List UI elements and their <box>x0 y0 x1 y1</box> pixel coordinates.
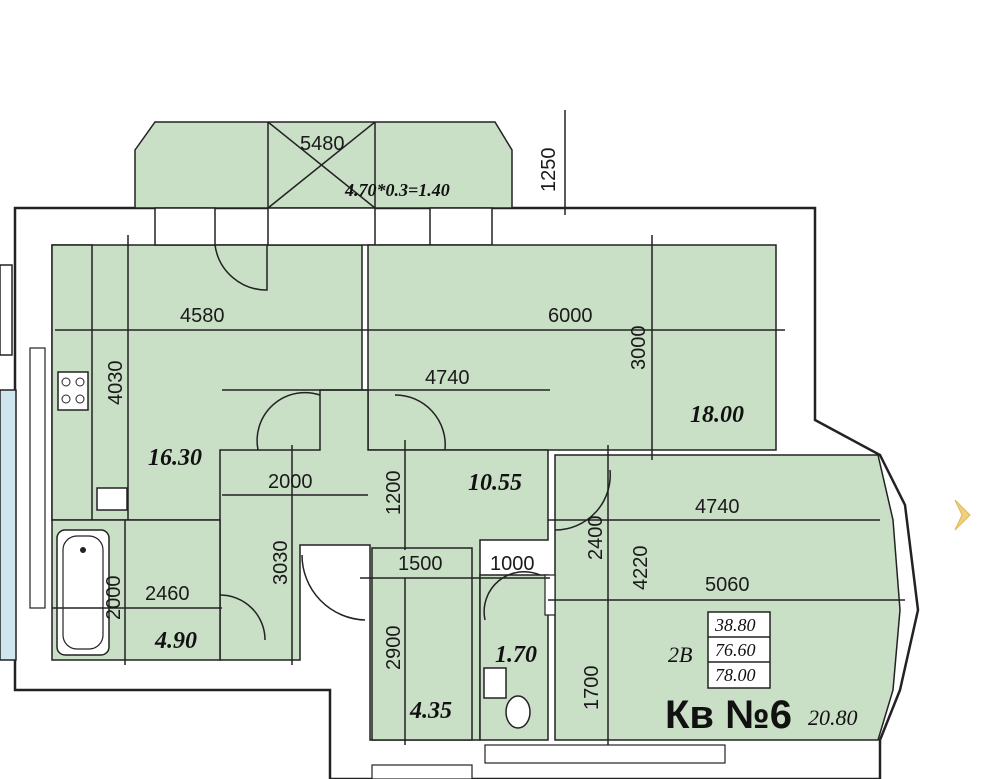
room1-depth-label: 3000 <box>628 326 650 371</box>
hall-area: 10.55 <box>468 470 522 496</box>
total-with-balcony: 78.00 <box>715 665 756 685</box>
balcony-depth-label: 1250 <box>538 148 560 193</box>
store-area: 4.35 <box>409 698 452 724</box>
hall-depth-label: 3030 <box>270 541 292 586</box>
wc-area: 1.70 <box>495 642 537 668</box>
bath-width-label: 2460 <box>145 583 190 605</box>
radiators <box>29 347 726 779</box>
kitchen-depth-label: 4030 <box>105 361 127 406</box>
kitchen-area: 16.30 <box>148 445 202 471</box>
hall-upper-width-label: 4740 <box>425 367 470 389</box>
room2-area: 20.80 <box>808 705 858 730</box>
bath-depth-label: 2000 <box>103 576 125 621</box>
dimension-lines <box>52 110 905 745</box>
total-area: 76.60 <box>715 640 756 660</box>
room1-area: 18.00 <box>690 402 744 428</box>
room1-width-label: 6000 <box>548 305 593 327</box>
balcony-area-formula: 4.70*0.3=1.40 <box>344 180 450 200</box>
corridor-depth-label: 1200 <box>383 471 405 516</box>
store-depth-label: 2900 <box>383 626 405 671</box>
kitchen-width-label: 4580 <box>180 305 225 327</box>
living-area: 38.80 <box>714 615 756 635</box>
bath-area: 4.90 <box>154 628 197 654</box>
rooms-code: 2В <box>668 642 692 667</box>
room-2 <box>544 454 901 741</box>
next-arrow-icon[interactable] <box>954 499 971 531</box>
wc2-width-label: 1000 <box>490 553 535 575</box>
room2-width-bottom-label: 5060 <box>705 574 750 596</box>
room2-depth-top-label: 2400 <box>585 516 607 561</box>
area-summary-box <box>707 611 771 689</box>
room2-depth-mid-label: 4220 <box>630 546 652 591</box>
bathroom <box>51 519 266 661</box>
wc-room <box>479 570 549 741</box>
room2-depth-bottom-label: 1700 <box>581 666 603 711</box>
corridor-width-label: 2000 <box>268 471 313 493</box>
room2-width-top-label: 4740 <box>695 496 740 518</box>
wc-width-label: 1500 <box>398 553 443 575</box>
storage-room <box>301 547 473 741</box>
left-window <box>0 264 17 661</box>
balcony <box>134 121 513 209</box>
apartment-label: Кв №6 <box>665 693 792 737</box>
balcony-width-label: 5480 <box>300 133 345 155</box>
